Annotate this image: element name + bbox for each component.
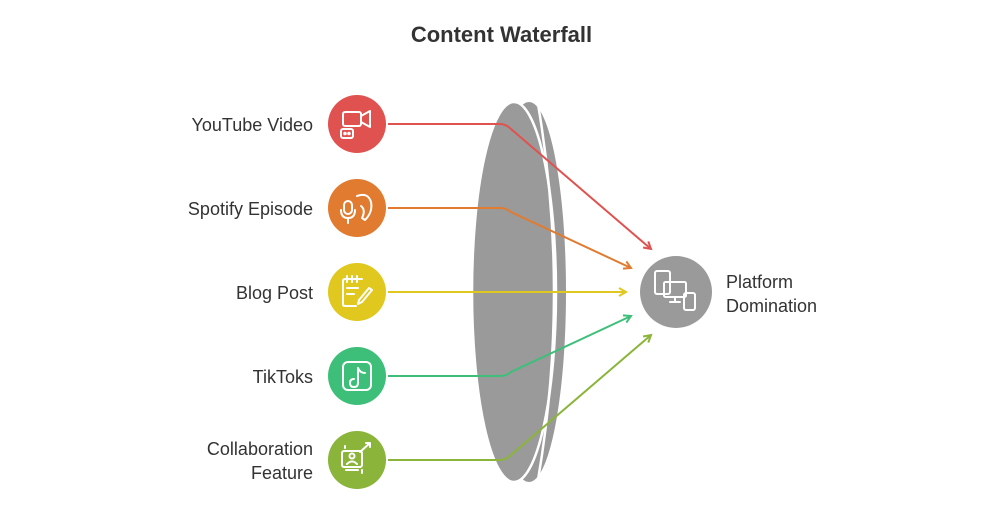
label-collaboration-line-1: Collaboration xyxy=(206,439,313,459)
connector-collaboration-feature xyxy=(388,335,651,461)
label-tiktoks: TikToks xyxy=(252,367,313,387)
target-node-platform-domination xyxy=(640,256,712,328)
target-label-line-2: Domination xyxy=(726,296,818,316)
target-label-line-1: Platform xyxy=(726,272,794,292)
label-blog-post: Blog Post xyxy=(235,283,313,303)
connector-youtube-video xyxy=(388,123,651,249)
podcast-microphone-icon xyxy=(340,193,373,224)
source-node-collaboration-feature xyxy=(328,431,386,489)
label-spotify-episode: Spotify Episode xyxy=(187,199,313,219)
source-node-spotify-episode xyxy=(328,179,386,237)
label-youtube-video: YouTube Video xyxy=(191,115,313,135)
label-collaboration-line-2: Feature xyxy=(250,463,313,483)
connector-spotify-episode xyxy=(388,207,631,268)
target-label: Platform Domination xyxy=(726,270,817,318)
connector-tiktoks xyxy=(388,316,631,377)
devices-icon xyxy=(654,270,696,311)
collaboration-presenter-icon xyxy=(341,442,371,474)
video-camera-icon xyxy=(340,110,371,139)
tiktok-icon xyxy=(342,361,372,391)
notepad-pencil-icon xyxy=(342,275,373,307)
label-collaboration-feature: Collaboration Feature xyxy=(207,437,313,485)
source-node-blog-post xyxy=(328,263,386,321)
source-node-tiktoks xyxy=(328,347,386,405)
source-node-youtube-video xyxy=(328,95,386,153)
diagram-title: Content Waterfall xyxy=(410,22,593,47)
